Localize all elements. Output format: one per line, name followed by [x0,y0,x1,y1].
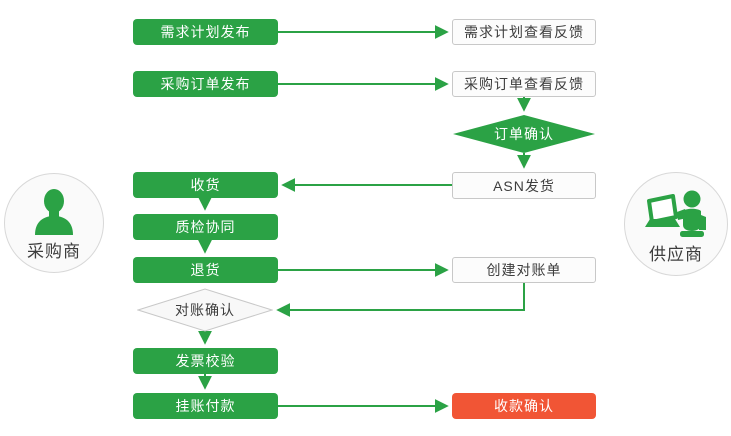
node-receive-goods: 收货 [133,172,278,198]
actor-buyer: 采购商 [4,173,104,273]
node-demand-plan-publish: 需求计划发布 [133,19,278,45]
actor-buyer-label: 采购商 [27,242,81,261]
actor-supplier-label: 供应商 [649,245,703,264]
node-order-confirm-label: 订单确认 [494,126,554,142]
node-asn-ship: ASN发货 [452,172,596,199]
node-create-statement: 创建对账单 [452,257,596,283]
person-laptop-icon [645,190,706,237]
arrow-statement-to-confirm [276,283,525,317]
node-demand-plan-feedback: 需求计划查看反馈 [452,19,596,45]
node-invoice-verify: 发票校验 [133,348,278,374]
node-po-feedback: 采购订单查看反馈 [452,71,596,97]
node-order-confirm: 订单确认 [453,115,595,153]
diamond-shape [453,115,595,153]
node-payment-confirm: 收款确认 [452,393,596,419]
diamond-shape [136,288,274,332]
node-quality-check: 质检协同 [133,214,278,240]
node-return-goods: 退货 [133,257,278,283]
node-statement-confirm-label: 对账确认 [175,302,235,318]
actor-supplier: 供应商 [624,172,728,276]
node-book-payment: 挂账付款 [133,393,278,419]
node-statement-confirm: 对账确认 [136,288,274,332]
node-po-publish: 采购订单发布 [133,71,278,97]
person-icon [35,189,73,235]
